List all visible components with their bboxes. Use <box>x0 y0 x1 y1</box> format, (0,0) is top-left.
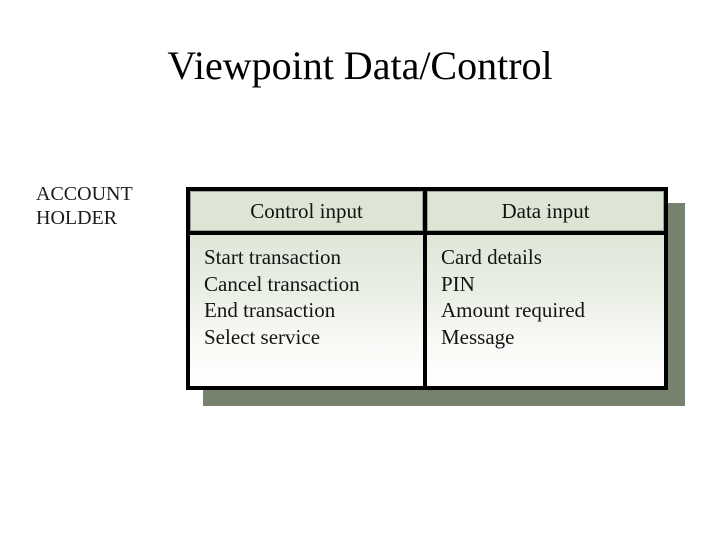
list-item: Amount required <box>441 298 586 322</box>
list-item: Message <box>441 324 515 349</box>
table-cell-control-input: Start transaction Cancel transaction End… <box>190 235 427 386</box>
viewpoint-io-table-block: Control input Data input Start transacti… <box>186 187 685 406</box>
table-header-row: Control input Data input <box>190 191 664 235</box>
data-input-list: Card details PIN Amount required Message <box>441 244 664 350</box>
list-item: Select service <box>204 324 321 349</box>
table-cell-data-input: Card details PIN Amount required Message <box>427 235 664 386</box>
viewpoint-name-label: ACCOUNT HOLDER <box>36 182 186 230</box>
page-title: Viewpoint Data/Control <box>167 43 553 88</box>
viewpoint-io-table: Control input Data input Start transacti… <box>186 187 668 390</box>
table-body-row: Start transaction Cancel transaction End… <box>190 235 664 386</box>
list-item: Card details <box>441 245 542 269</box>
table-header-data-input: Data input <box>427 191 664 231</box>
table-header-control-input: Control input <box>190 191 427 231</box>
viewpoint-name-line-2: HOLDER <box>36 207 118 229</box>
viewpoint-name-line-1: ACCOUNT <box>36 183 133 205</box>
list-item: Start transaction <box>204 245 342 269</box>
table-header-label: Control input <box>250 199 363 223</box>
list-item: End transaction <box>204 298 336 322</box>
list-item: Cancel transaction <box>204 271 360 296</box>
table-header-label: Data input <box>501 199 590 223</box>
list-item: PIN <box>441 271 475 296</box>
control-input-list: Start transaction Cancel transaction End… <box>204 244 423 350</box>
